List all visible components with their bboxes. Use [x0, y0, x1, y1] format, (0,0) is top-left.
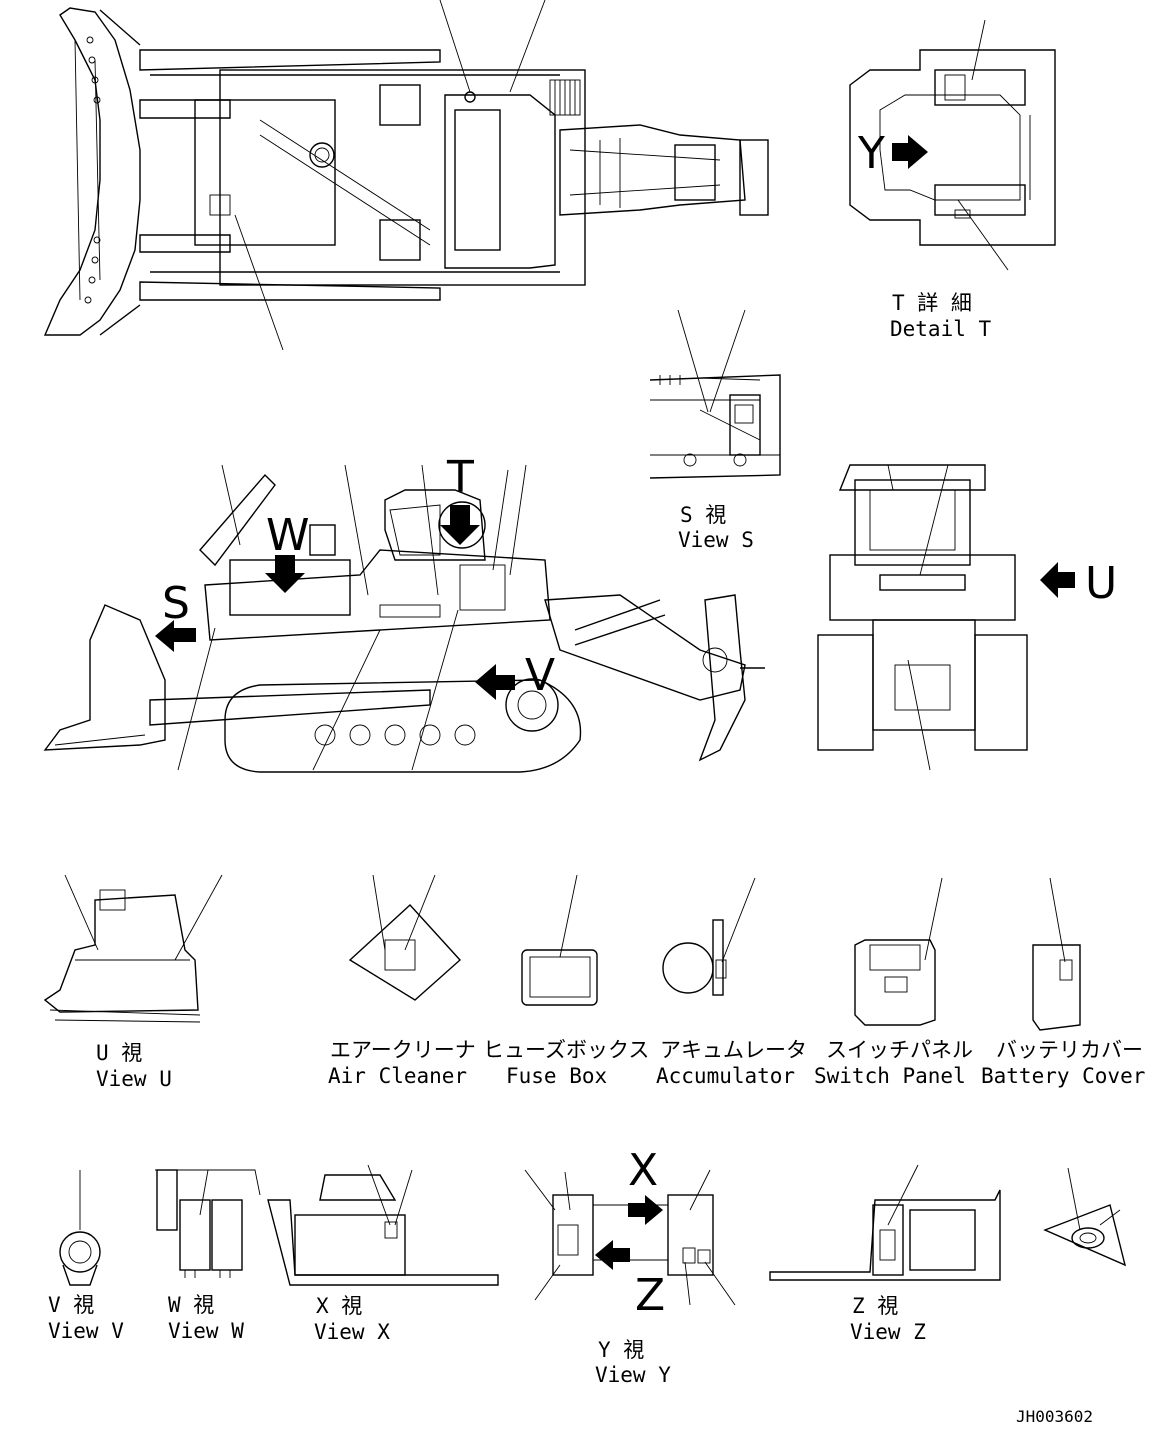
battery-cover-label-jp: バッテリカバー — [996, 1038, 1143, 1062]
main-letter-t: T — [446, 452, 474, 503]
battery-cover-label-en: Battery Cover — [981, 1064, 1145, 1088]
rear-view: U — [817, 464, 1117, 771]
decal-detail — [1043, 1167, 1127, 1267]
accumulator-label-jp: アキュムレータ — [660, 1038, 807, 1062]
view-s-view: S 視 View S — [649, 309, 781, 552]
part-battery-cover: バッテリカバー Battery Cover — [981, 877, 1145, 1088]
main-letter-v: V — [525, 650, 555, 701]
main-letter-w: W — [266, 510, 310, 561]
view-y-title-jp: Y 視 — [598, 1338, 644, 1362]
switch-panel-label-jp: スイッチパネル — [826, 1038, 973, 1062]
view-u-title-jp: U 視 — [96, 1041, 142, 1065]
view-v-view: V 視 View V — [48, 1170, 124, 1343]
view-u-view: U 視 View U — [43, 874, 223, 1091]
view-u-title-en: View U — [96, 1067, 172, 1091]
view-z-title-jp: Z 視 — [852, 1294, 898, 1318]
view-y-letter-x: X — [628, 1145, 658, 1196]
view-x-view: X 視 View X — [267, 1164, 499, 1344]
view-v-title-en: View V — [48, 1319, 124, 1343]
view-w-view: W 視 View W — [155, 1169, 261, 1343]
view-s-title-en: View S — [678, 528, 754, 552]
rear-arrow-letter: U — [1085, 558, 1117, 609]
detail-t-title-jp: T 詳 細 — [892, 291, 972, 315]
switch-panel-label-en: Switch Panel — [814, 1064, 966, 1088]
view-x-title-jp: X 視 — [316, 1294, 362, 1318]
view-y-title-en: View Y — [595, 1363, 671, 1387]
part-switch-panel: スイッチパネル Switch Panel — [814, 877, 973, 1088]
view-w-title-en: View W — [168, 1319, 244, 1343]
drawing-number: JH003602 — [1016, 1407, 1093, 1426]
air-cleaner-label-en: Air Cleaner — [328, 1064, 467, 1088]
part-fuse-box: ヒューズボックス Fuse Box — [483, 874, 649, 1088]
view-z-view: Z 視 View Z — [769, 1164, 1001, 1344]
detail-t-title-en: Detail T — [890, 317, 992, 341]
part-air-cleaner: エアークリーナ Air Cleaner — [328, 874, 476, 1088]
detail-t-arrow-letter: Y — [857, 128, 885, 179]
view-y-view: X Z Y 視 View Y — [524, 1145, 736, 1387]
fuse-box-label-en: Fuse Box — [506, 1064, 607, 1088]
view-w-title-jp: W 視 — [168, 1293, 214, 1317]
main-letter-s: S — [162, 578, 190, 629]
top-plan-view — [43, 0, 769, 351]
accumulator-label-en: Accumulator — [656, 1064, 795, 1088]
air-cleaner-label-jp: エアークリーナ — [330, 1038, 476, 1062]
view-z-title-en: View Z — [850, 1320, 926, 1344]
view-y-letter-z: Z — [635, 1270, 665, 1321]
main-side-view: S W T V — [43, 452, 765, 773]
view-v-title-jp: V 視 — [48, 1293, 94, 1317]
detail-t-view: Y T 詳 細 Detail T — [849, 19, 1056, 341]
view-s-title-jp: S 視 — [680, 503, 726, 527]
view-x-title-en: View X — [314, 1320, 390, 1344]
fuse-box-label-jp: ヒューズボックス — [483, 1038, 649, 1062]
part-accumulator: アキュムレータ Accumulator — [656, 877, 807, 1088]
